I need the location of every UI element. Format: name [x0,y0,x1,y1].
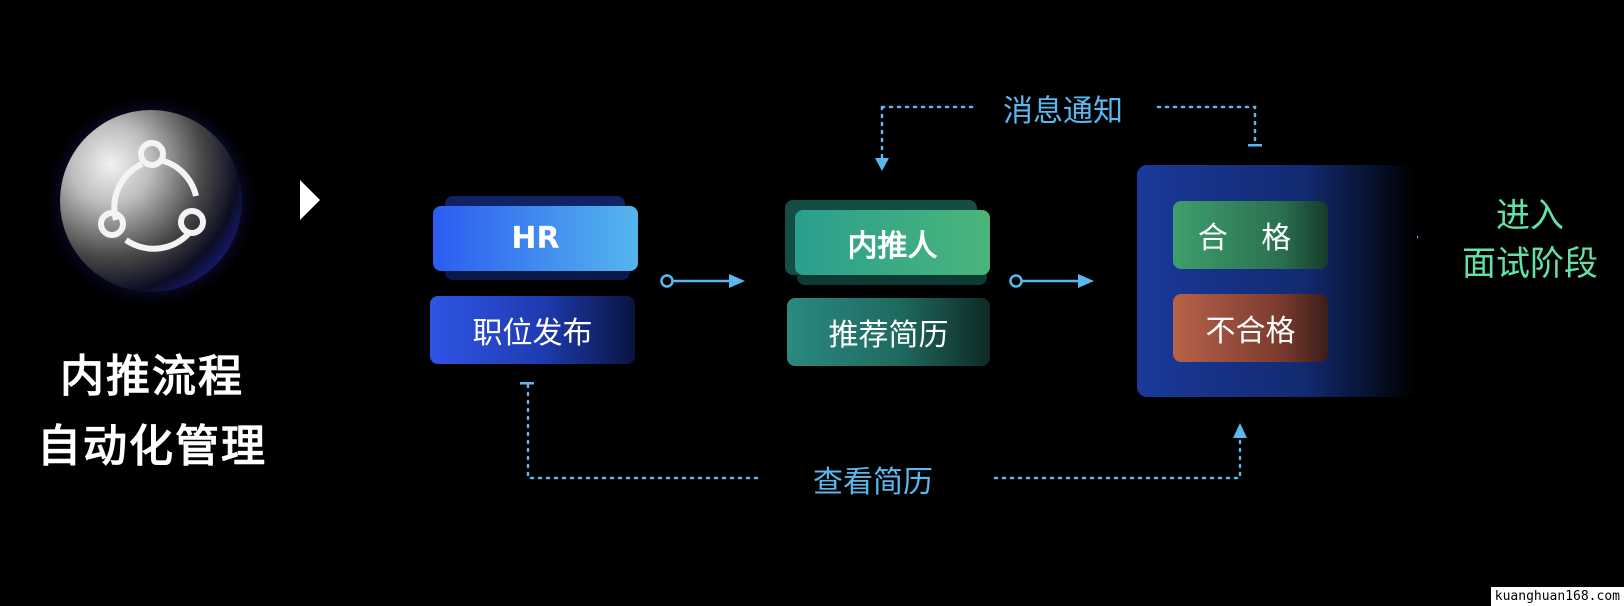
arrow1-head [729,274,745,288]
notify-label: 消息通知 [1003,94,1123,129]
fail-node: 不合格 [1173,294,1328,362]
view-line-right [993,438,1242,480]
next-stage-line-1: 进入 [1496,196,1564,236]
pass-node: 合 格 [1173,201,1328,269]
referrer-node: 内推人 [795,210,990,275]
title-line-2: 自动化管理 [37,421,267,472]
recommend-resume-node: 推荐简历 [787,298,990,366]
play-arrow-icon [300,180,320,220]
arrow2-start-dot [1009,274,1023,288]
title-line-1: 内推流程 [60,351,244,402]
job-post-node: 职位发布 [430,296,635,364]
arrow1-start-dot [660,274,674,288]
next-stage-line-2: 面试阶段 [1462,244,1598,284]
arrow2-head [1078,274,1094,288]
view-start-tick [520,382,534,385]
view-line-left [526,383,764,480]
watermark: kuanghuan168.com [1490,587,1624,606]
hr-node: HR [433,206,638,271]
view-resume-label: 查看简历 [813,465,933,500]
result-panel [1137,165,1417,397]
process-logo-orb [60,110,242,292]
notify-arrowhead [875,158,889,171]
notify-end-tick [1248,144,1262,147]
view-arrowhead [1233,423,1247,438]
notify-line-right [1156,105,1257,142]
share-network-icon [98,140,206,252]
